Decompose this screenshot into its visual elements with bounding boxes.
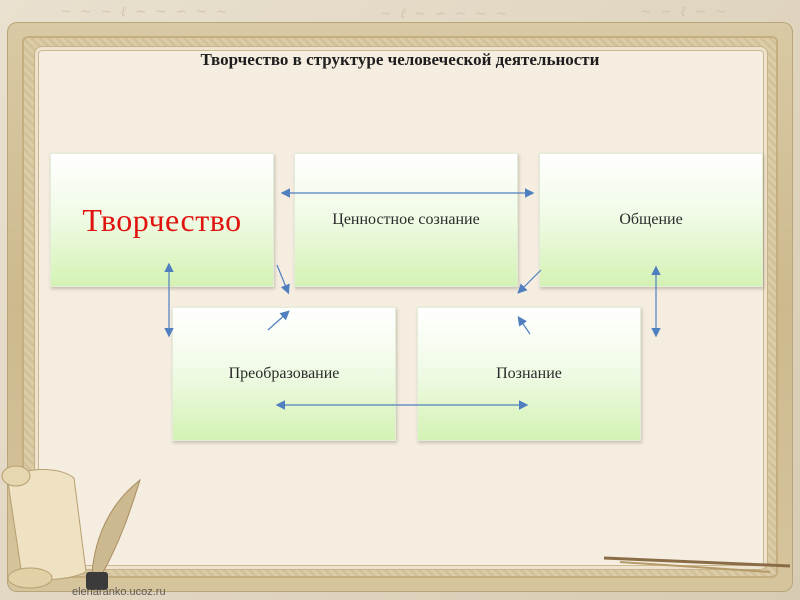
background-scribble: ~ ∼ ℓ ∽ ~ (640, 4, 729, 20)
arrow-communication-down (517, 269, 542, 294)
arrow-values-left-down (276, 264, 290, 295)
node-communication: Общение (539, 153, 763, 287)
background-scribble: ∼ ℓ ~ ∽ ~ ∼ ~ (380, 6, 509, 22)
arrow-transformation-up (267, 310, 290, 331)
node-creativity: Творчество (50, 153, 274, 287)
slide-title: Творчество в структуре человеческой деят… (200, 50, 600, 69)
scroll-quill-decoration (1, 465, 141, 590)
node-cognition: Познание (417, 307, 641, 441)
watermark: elenaranko.ucoz.ru (72, 586, 166, 598)
content-panel (38, 50, 764, 566)
pen-decoration (603, 556, 791, 573)
background-scribble: ~ ~ ∼ ℓ ∼ ~ ∽ ~ ∼ (60, 4, 230, 20)
node-transformation: Преобразование (172, 307, 396, 441)
node-values: Ценностное сознание (294, 153, 518, 287)
arrow-cognition-up (517, 316, 531, 335)
